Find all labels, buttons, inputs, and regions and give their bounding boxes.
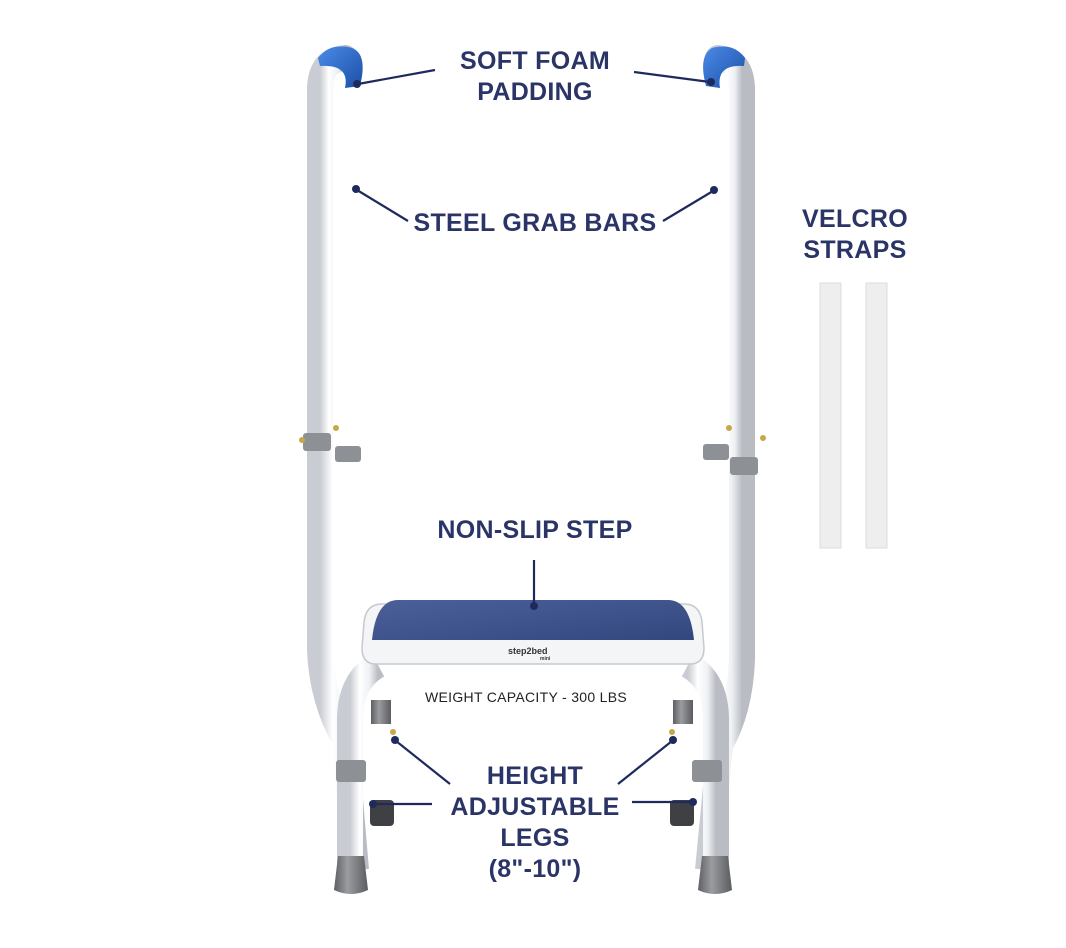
- label-legs-line4: (8"-10"): [488, 855, 582, 883]
- label-height-adjustable-legs: HEIGHT ADJUSTABLE LEGS (8"-10"): [440, 761, 630, 885]
- brand-logo: step2bed: [508, 646, 548, 656]
- label-weight-capacity: WEIGHT CAPACITY - 300 LBS: [425, 689, 628, 705]
- label-velcro-line2: STRAPS: [803, 236, 907, 264]
- brand-sub: mini: [540, 656, 551, 662]
- label-foam-line1: SOFT FOAM: [460, 47, 610, 75]
- pointer-lines: [356, 68, 714, 806]
- left-foam-pad: [318, 46, 363, 88]
- label-velcro-straps: VELCRO STRAPS: [790, 204, 920, 266]
- label-steel-grab-bars: STEEL GRAB BARS: [413, 209, 657, 237]
- velcro-straps: [819, 282, 888, 549]
- label-velcro-line1: VELCRO: [802, 205, 908, 233]
- right-foam-pad: [703, 46, 745, 88]
- velcro-strap-right: [865, 282, 888, 549]
- label-legs-line2: ADJUSTABLE: [450, 793, 620, 821]
- label-foam-line2: PADDING: [477, 78, 593, 106]
- label-legs-line3: LEGS: [500, 824, 570, 852]
- non-slip-surface: [372, 600, 694, 640]
- pointer-dots: [352, 78, 718, 808]
- label-soft-foam-padding: SOFT FOAM PADDING: [445, 46, 625, 108]
- velcro-strap-left: [819, 282, 842, 549]
- right-grab-bar: [695, 45, 766, 872]
- label-non-slip-step: NON-SLIP STEP: [437, 516, 633, 544]
- brand-name: step2bed: [508, 646, 548, 656]
- label-legs-line1: HEIGHT: [486, 762, 584, 790]
